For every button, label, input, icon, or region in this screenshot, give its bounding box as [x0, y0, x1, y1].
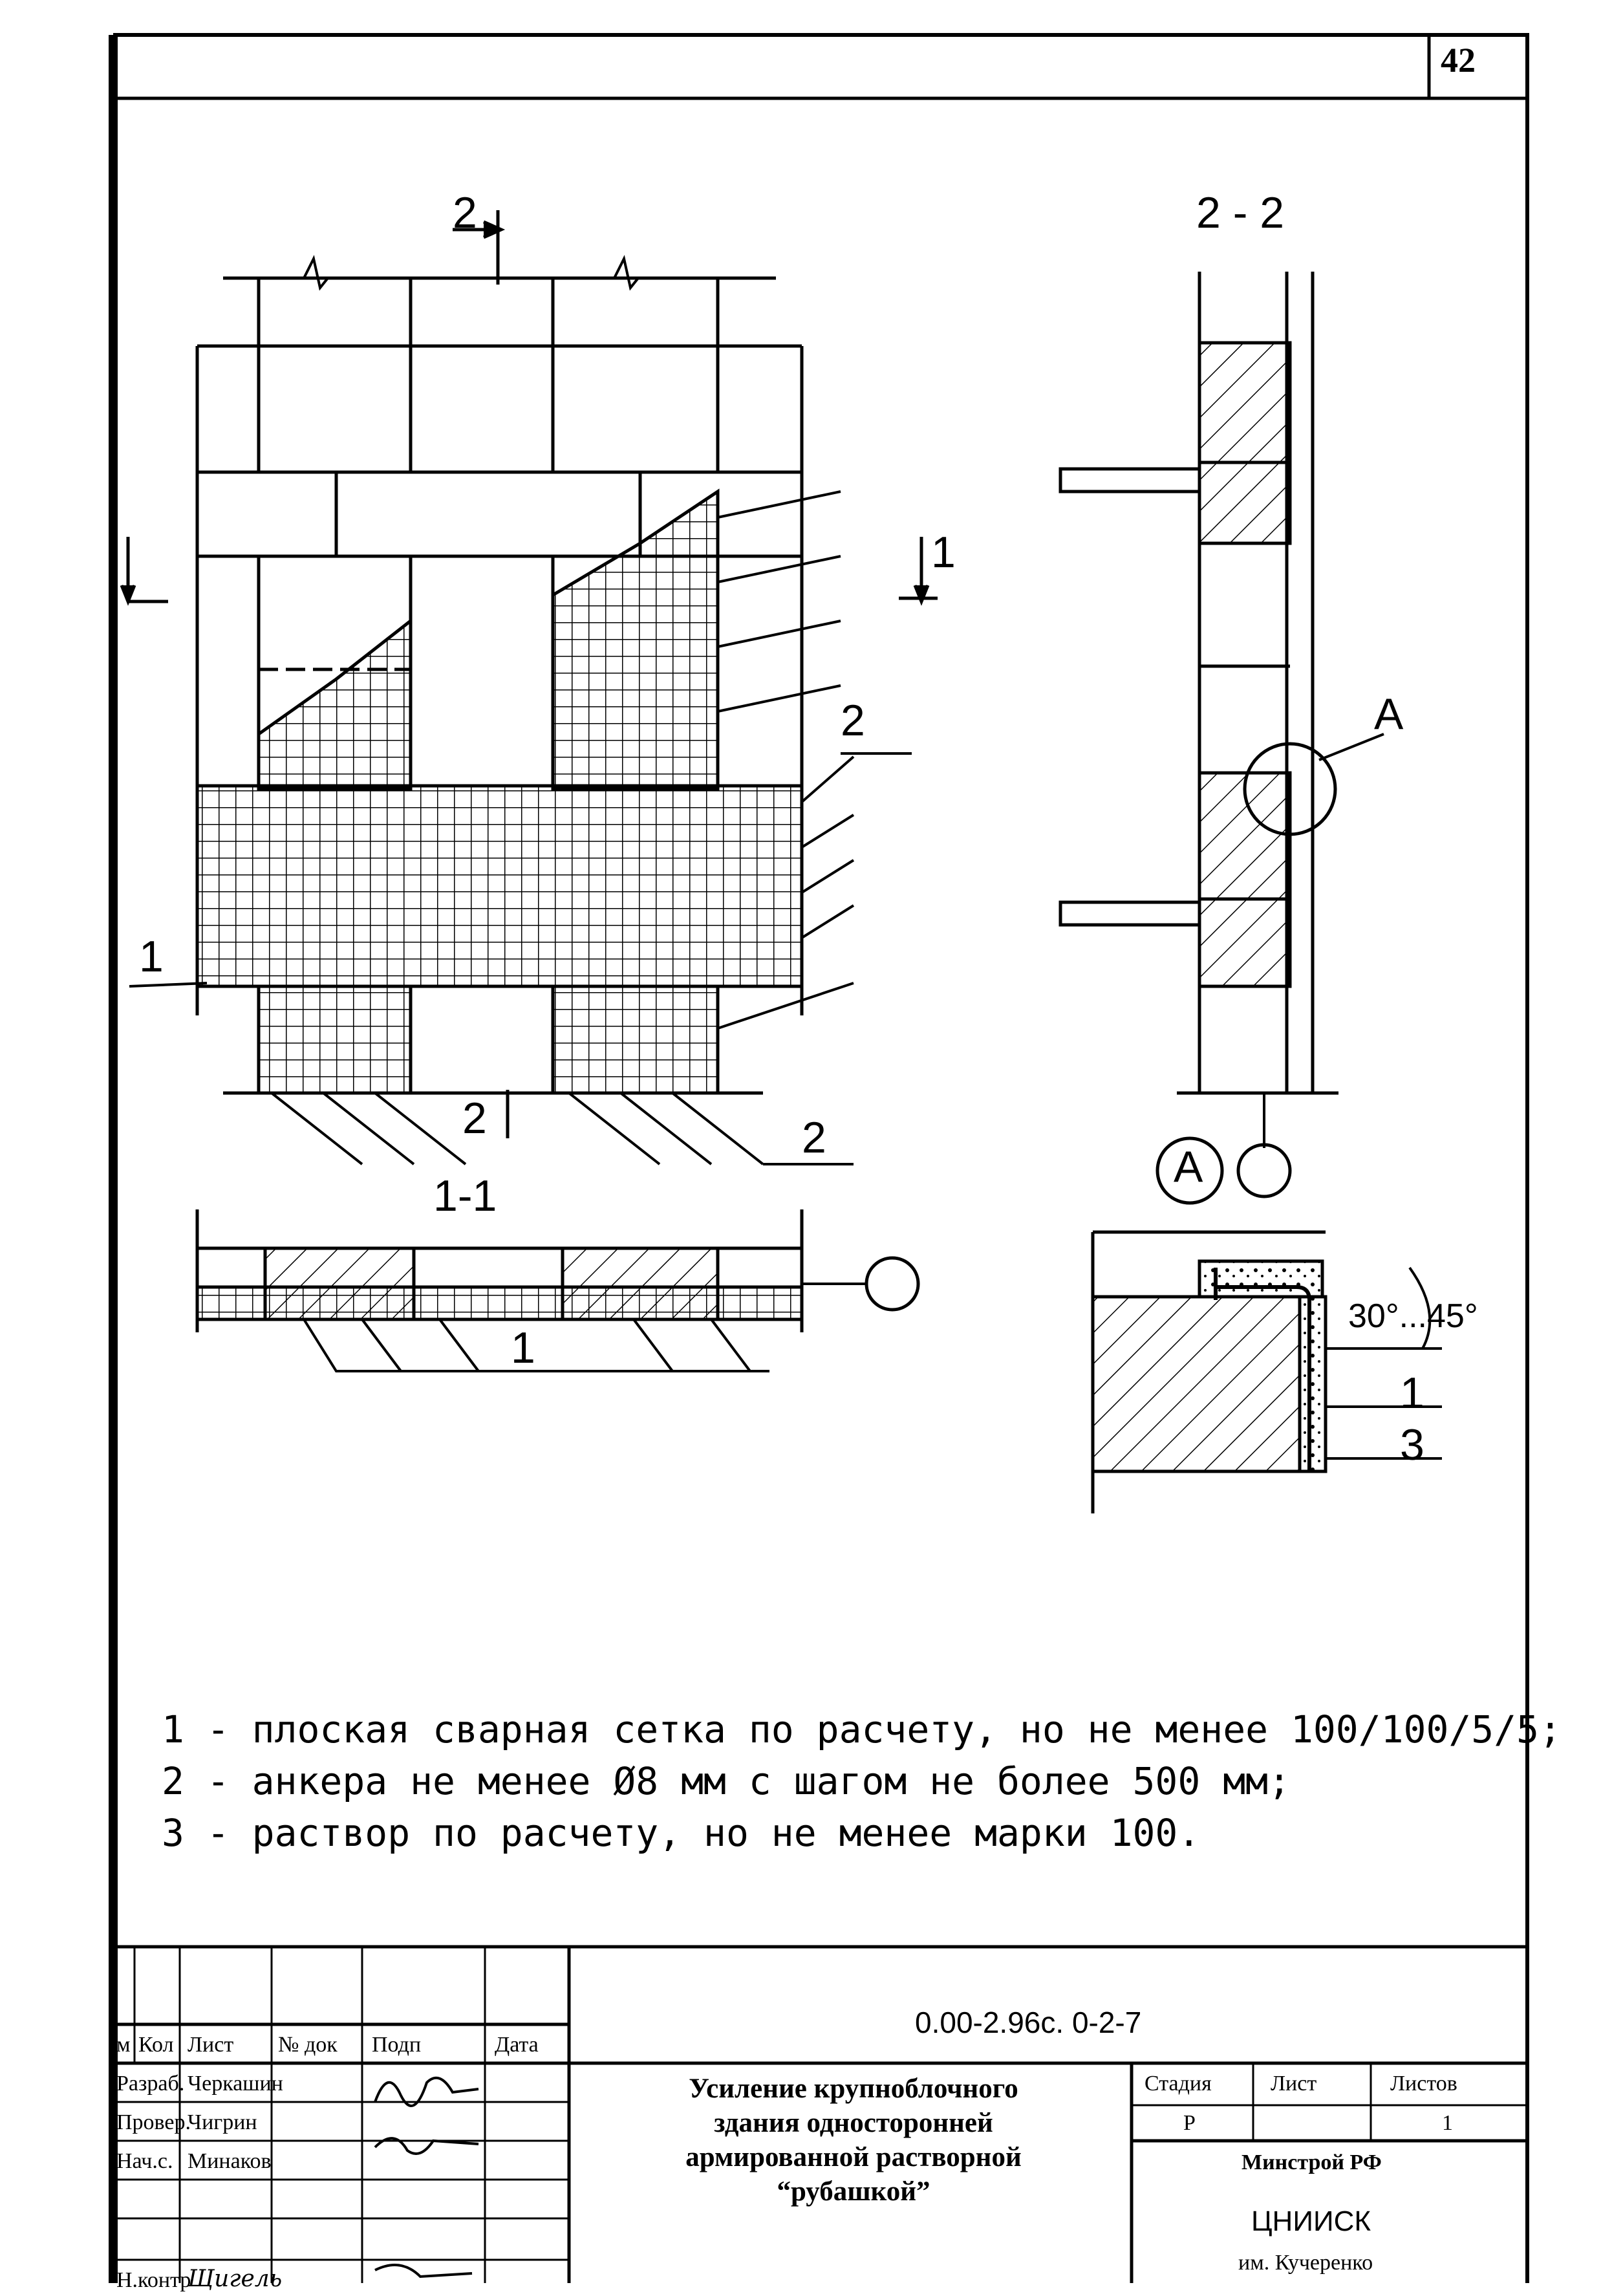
section-2-2 [1059, 272, 1384, 1205]
col-list: Лист [188, 2033, 234, 2057]
title-line-1: Усиление крупноблочного [689, 2074, 1018, 2104]
name-row-2: Чигрин [188, 2110, 257, 2134]
sheet-header: Лист [1271, 2072, 1317, 2096]
section-2-2-title: 2 - 2 [1196, 188, 1285, 237]
callout-A-label: A [1374, 689, 1404, 739]
document-code: 0.00-2.96с. 0-2-7 [915, 2006, 1142, 2039]
leader-2-label: 2 [841, 696, 865, 745]
signatures [374, 2076, 479, 2279]
title-block-grid [115, 1945, 1527, 2283]
leader-1-section-label: 1 [511, 1323, 535, 1372]
section-1-1 [195, 1209, 920, 1372]
detail-leader-3: 3 [1400, 1420, 1424, 1469]
section-1-marker-right: 1 [931, 528, 956, 577]
note-3: 3 - раствор по расчету, но не менее марк… [162, 1811, 1201, 1855]
note-1: 1 - плоская сварная сетка по расчету, но… [162, 1707, 1562, 1751]
role-row-3: Нач.с. [116, 2149, 173, 2173]
sheet-number: 42 [1441, 41, 1476, 80]
title-line-4: “рубашкой” [777, 2176, 930, 2207]
section-2-marker-top: 2 [453, 188, 477, 237]
col-ndok: № док [278, 2033, 338, 2057]
elevation-view [120, 210, 938, 1165]
detail-A-title: A [1174, 1142, 1203, 1191]
name-row-5: Щигель [188, 2266, 283, 2292]
role-row-2: Провер. [116, 2110, 191, 2134]
section-1-1-title: 1-1 [433, 1171, 497, 1220]
sheets-header: Листов [1390, 2072, 1457, 2096]
role-row-1: Разраб. [116, 2072, 185, 2096]
angle-label: 30°...45° [1348, 1297, 1478, 1335]
sheet-frame [109, 33, 1529, 2283]
name-row-1: Черкашин [188, 2072, 283, 2096]
title-line-2: здания односторонней [714, 2108, 993, 2138]
org-line-2: ЦНИИСК [1251, 2205, 1371, 2237]
role-row-5: Н.контр [116, 2268, 191, 2292]
leader-2-bottom-label: 2 [802, 1113, 826, 1162]
detail-leader-1: 1 [1400, 1369, 1424, 1418]
name-row-3: Минаков [188, 2149, 272, 2173]
sheets-value: 1 [1442, 2111, 1453, 2135]
detail-A [1091, 1230, 1442, 1513]
org-line-3: им. Кучеренко [1238, 2251, 1373, 2275]
title-line-3: армированной растворной [685, 2142, 1022, 2172]
stage-header: Стадия [1145, 2072, 1212, 2096]
leader-1-label: 1 [139, 932, 164, 981]
stage-value: Р [1183, 2111, 1196, 2135]
section-2-marker-bottom: 2 [462, 1094, 487, 1143]
col-data: Дата [495, 2033, 539, 2057]
col-m: м [116, 2033, 131, 2057]
note-2: 2 - анкера не менее Ø8 мм с шагом не бол… [162, 1759, 1291, 1803]
col-kol: Кол [138, 2033, 174, 2057]
col-podp: Подп [372, 2033, 422, 2057]
org-line-1: Минстрой РФ [1241, 2150, 1382, 2174]
